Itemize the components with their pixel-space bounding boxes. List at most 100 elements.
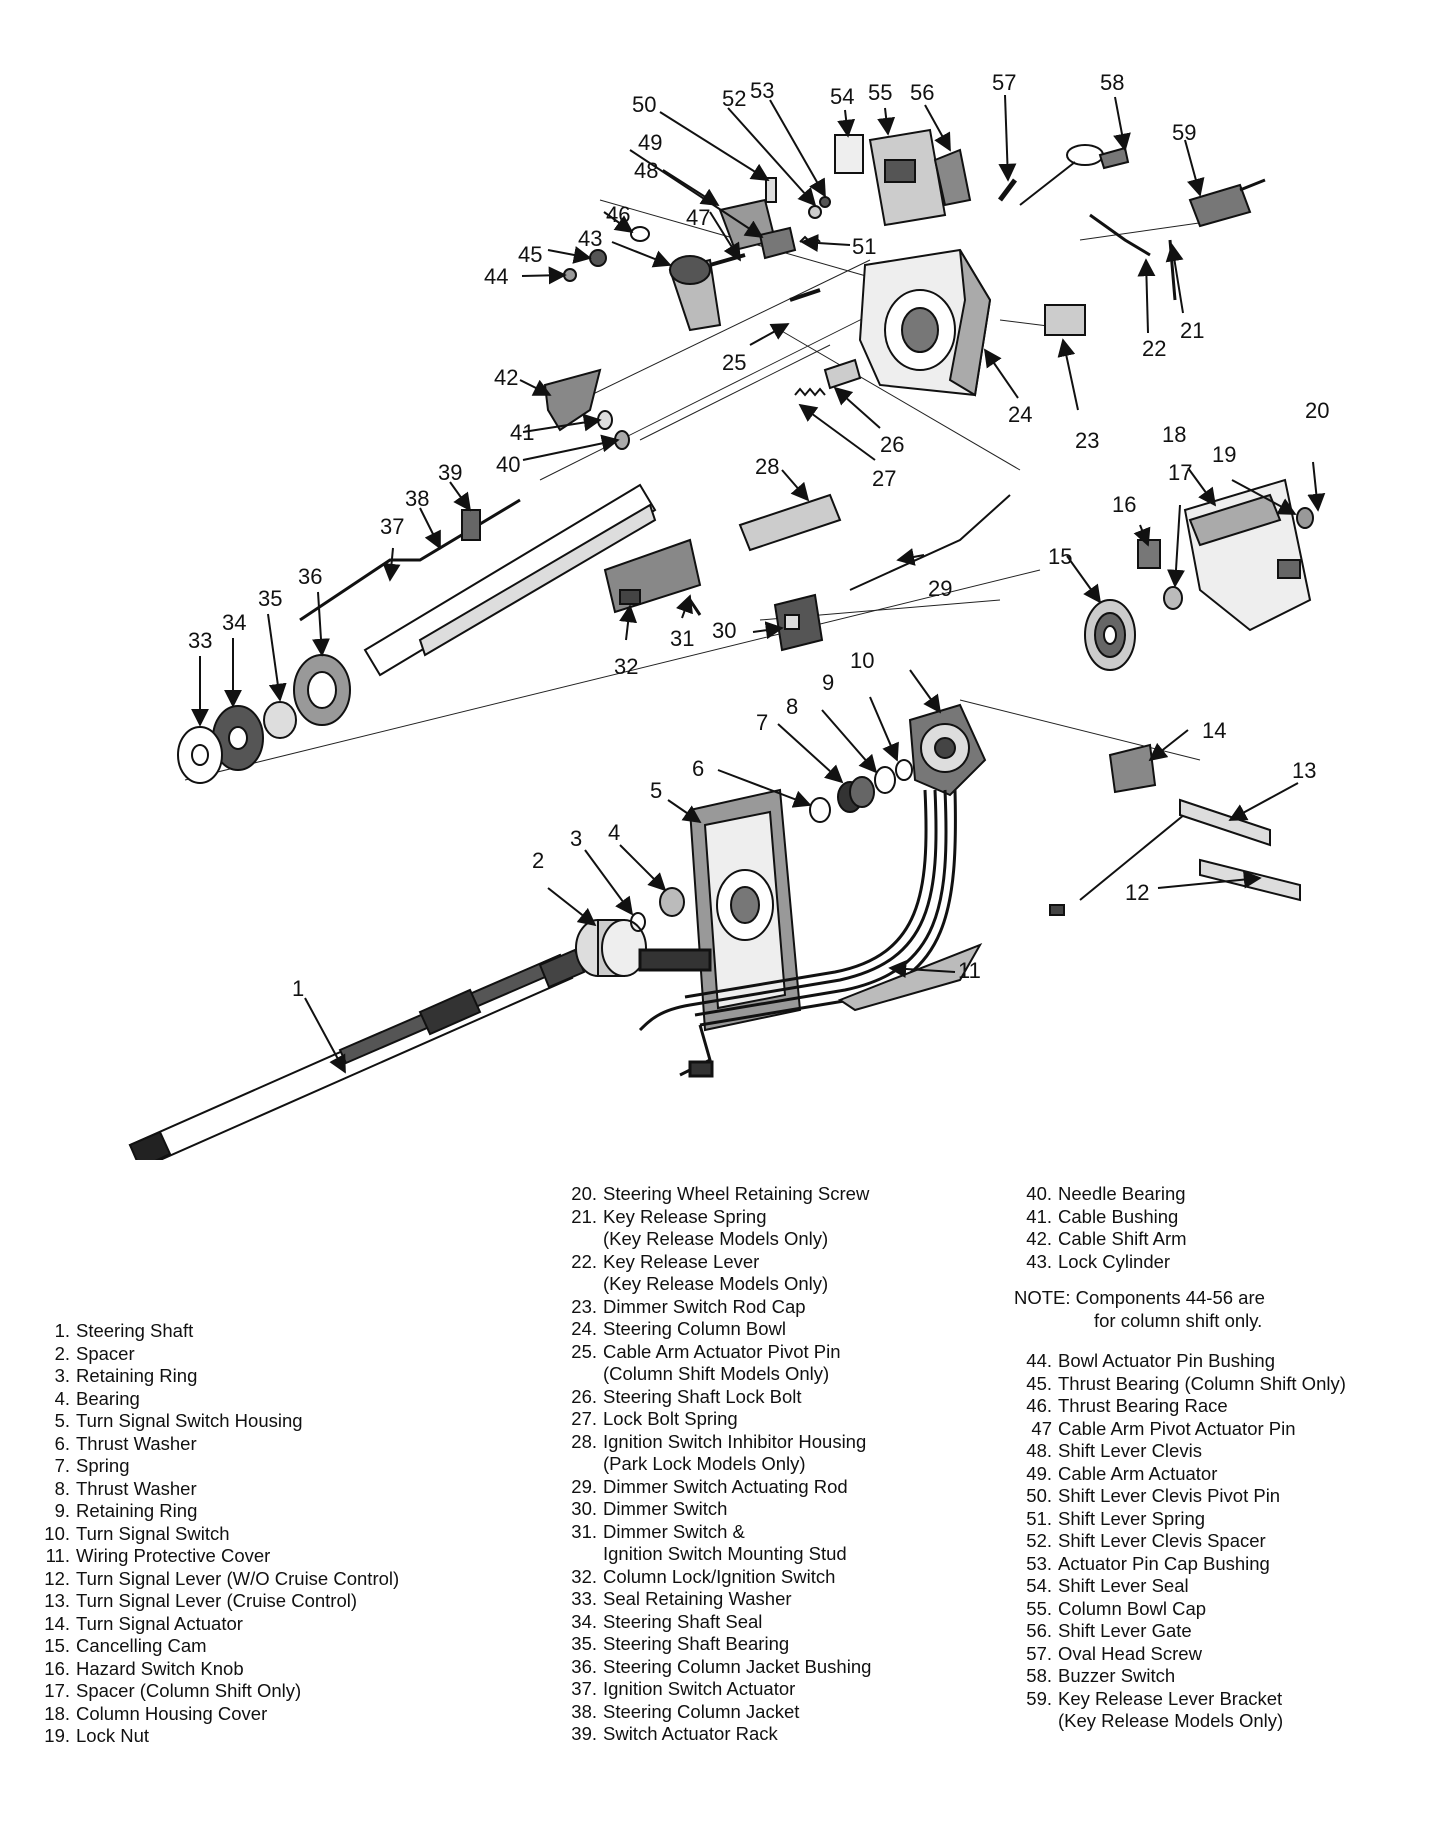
callout-54: 54 [830,84,854,109]
part-column-lock-ignition-switch [603,538,702,614]
legend-item-number: 50. [1026,1485,1052,1506]
legend-item-number: 48. [1026,1440,1052,1461]
part-wiring-protective-cover [837,943,983,1012]
callout-15: 15 [1048,544,1072,569]
part-steering-shaft [128,948,586,1160]
legend-item-number: 30. [571,1498,597,1519]
callout-24: 24 [1008,402,1032,427]
legend-item: 18.Column Housing Cover [40,1703,399,1726]
legend-item-number: 38. [571,1700,597,1722]
legend-item-label: Actuator Pin Cap Bushing [1058,1552,1270,1574]
legend-item-label: Lock Bolt Spring [603,1408,738,1429]
legend-item: 58.Buzzer Switch [1014,1665,1346,1688]
legend-item-label: Cable Bushing [1058,1205,1179,1227]
callout-33: 33 [188,628,212,653]
part-steering-shaft-lock-bolt [823,358,862,390]
legend-item: 57.Oval Head Screw [1014,1643,1346,1666]
part-dimmer-switch-actuating-rod [849,494,1011,591]
legend-item-label: Steering Wheel Retaining Screw [603,1183,870,1204]
part-dimmer-switch [773,593,824,652]
legend-item-label: Dimmer Switch Actuating Rod [603,1475,848,1497]
part-bowl-actuator-pin-bushing [563,268,577,282]
legend-item-number: 35. [571,1633,597,1654]
part-key-release-lever-bracket [1188,178,1266,228]
legend-item: 45.Thrust Bearing (Column Shift Only) [1014,1373,1346,1396]
callout-47: 47 [686,205,710,230]
legend-item-label: Shift Lever Clevis [1058,1440,1202,1461]
legend-item-number: 2. [54,1342,70,1364]
legend-item: 3.Retaining Ring [40,1365,399,1388]
note-label: NOTE: [1014,1287,1071,1308]
legend-item-number: 5. [54,1410,70,1431]
legend-item-label: Steering Column Bowl [603,1318,787,1339]
callout-7: 7 [756,710,768,735]
legend-item-number: 49. [1026,1462,1052,1484]
callout-10: 10 [850,648,874,673]
legend-item-number: 37. [571,1678,597,1699]
callout-6: 6 [692,756,704,781]
legend-item: 50.Shift Lever Clevis Pivot Pin [1014,1485,1346,1508]
legend-item-number: 42. [1026,1228,1052,1249]
legend-item-label: Bowl Actuator Pin Bushing [1058,1350,1275,1371]
legend-item-label: Turn Signal Lever (W/O Cruise Control) [76,1567,400,1589]
part-turn-signal-lever-13 [1179,798,1271,847]
legend-item-label: Key Release Lever [603,1250,760,1272]
legend-item-number: 9. [54,1500,70,1521]
part-thrust-washer-8 [874,766,896,794]
callout-14: 14 [1202,718,1226,743]
callout-31: 31 [670,626,694,651]
legend-item-label: Oval Head Screw [1058,1642,1202,1664]
legend-item-number: 52. [1026,1530,1052,1551]
legend-item-number: 22. [571,1250,597,1272]
callout-39: 39 [438,460,462,485]
legend-item-number: 36. [571,1655,597,1677]
legend-item-label: Ignition Switch Actuator [603,1678,796,1699]
callout-11: 11 [958,958,981,983]
legend-item-number: 43. [1026,1250,1052,1272]
legend-item-number: 14. [44,1612,70,1634]
callout-38: 38 [405,486,429,511]
part-turn-signal-lever-12 [1049,809,1301,916]
legend-item: 59.Key Release Lever Bracket [1014,1688,1346,1711]
legend-item-label: Needle Bearing [1058,1183,1186,1204]
part-wiring-harness [638,789,957,1078]
part-spacer-17 [1163,586,1183,610]
legend-item-label: Wiring Protective Cover [76,1545,271,1566]
part-lock-bolt-spring [794,387,826,397]
legend-item-number: 39. [571,1723,597,1744]
legend-item: 46.Thrust Bearing Race [1014,1395,1346,1418]
legend-item-label: Cable Arm Actuator [1058,1462,1218,1484]
legend-item-label: Cancelling Cam [76,1635,207,1656]
part-steering-column-bowl [858,248,992,397]
callout-55: 55 [868,80,892,105]
legend-item-label: Spacer (Column Shift Only) [76,1680,302,1701]
legend-item-label: Steering Shaft [76,1320,194,1341]
part-cable-arm-actuator [758,226,797,260]
part-spring [837,776,875,813]
callout-42: 42 [494,365,518,390]
legend-item-label: Thrust Bearing Race [1058,1395,1228,1416]
part-ignition-switch-inhibitor-housing [738,493,842,552]
part-turn-signal-actuator [1108,743,1157,794]
callout-58: 58 [1100,70,1124,95]
legend-item: 2.Spacer [40,1343,399,1366]
callout-41: 41 [510,420,534,445]
legend-item-number: 24. [571,1318,597,1339]
callout-12: 12 [1125,880,1149,905]
legend-item: 15.Cancelling Cam [40,1635,399,1658]
part-shift-lever-gate [933,148,972,207]
callout-32: 32 [614,654,638,679]
callout-36: 36 [298,564,322,589]
part-buzzer-switch [1019,144,1130,206]
legend-item-label: Shift Lever Seal [1058,1575,1189,1596]
legend-item-number: 10. [44,1522,70,1544]
callout-46: 46 [606,202,630,227]
callout-21: 21 [1180,318,1204,343]
part-shift-lever-clevis-pivot-pin [765,177,777,203]
legend-item: 49. Cable Arm Actuator [1014,1463,1346,1486]
legend-item: 41.Cable Bushing [1014,1206,1346,1229]
legend-item: 8.Thrust Washer [40,1478,399,1501]
callout-50: 50 [632,92,656,117]
